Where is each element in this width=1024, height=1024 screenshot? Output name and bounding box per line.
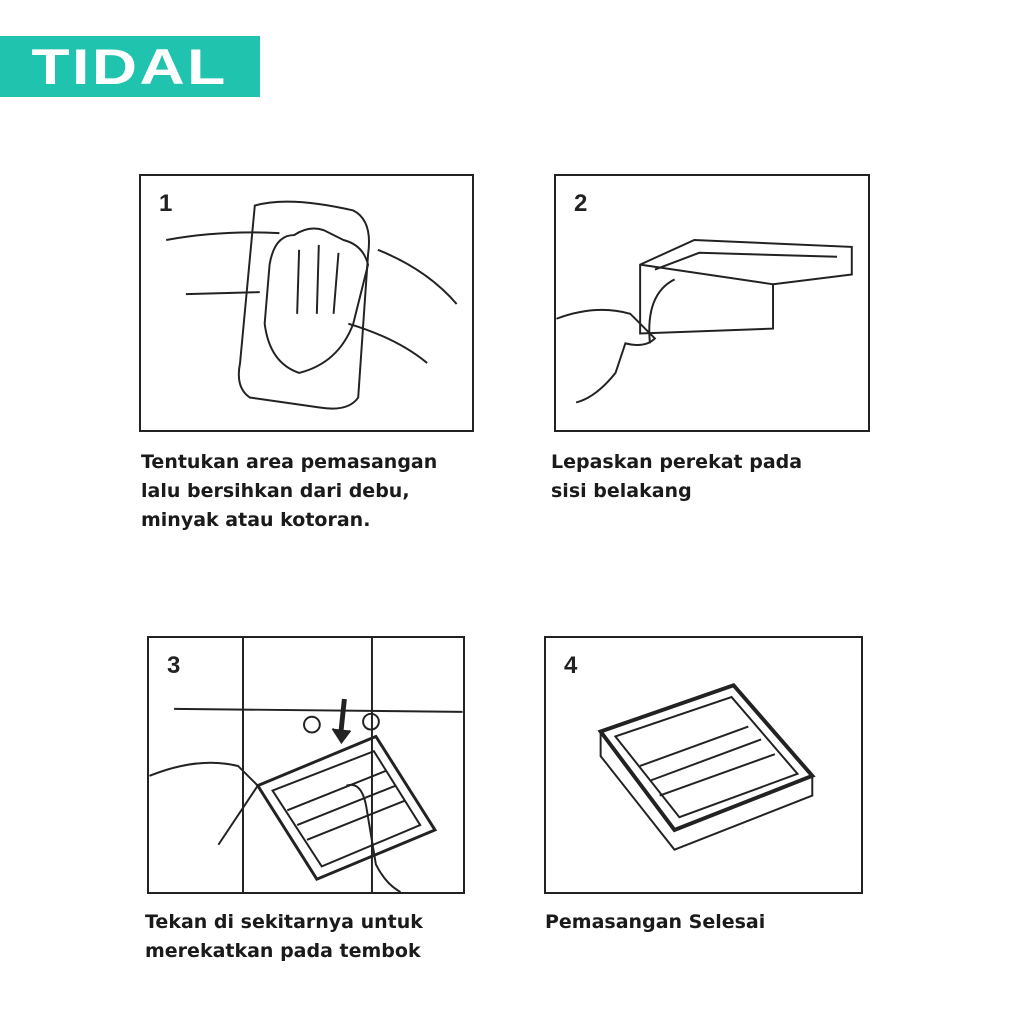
tidal-logo: TIDAL bbox=[0, 36, 260, 97]
step-3-caption: Tekan di sekitarnya untuk merekatkan pad… bbox=[145, 908, 423, 966]
step-4-illustration: 4 bbox=[544, 636, 863, 894]
step-3-illustration: 3 bbox=[147, 636, 465, 894]
step-number: 3 bbox=[167, 652, 181, 679]
logo-text: TIDAL bbox=[31, 38, 229, 95]
caption-line: Pemasangan Selesai bbox=[545, 911, 766, 933]
step-number: 4 bbox=[564, 652, 578, 679]
caption-line: merekatkan pada tembok bbox=[145, 940, 421, 962]
installed-soap-holder-icon bbox=[597, 682, 816, 851]
step-1-caption: Tentukan area pemasangan lalu bersihkan … bbox=[141, 448, 437, 535]
step-number: 1 bbox=[159, 190, 173, 217]
caption-line: sisi belakang bbox=[551, 480, 692, 502]
caption-line: Tentukan area pemasangan bbox=[141, 451, 438, 473]
step-2-illustration: 2 bbox=[554, 174, 870, 432]
step-number: 2 bbox=[574, 190, 588, 217]
caption-line: lalu bersihkan dari debu, bbox=[141, 480, 410, 502]
step-4-caption: Pemasangan Selesai bbox=[545, 908, 765, 937]
caption-line: Tekan di sekitarnya untuk bbox=[145, 911, 423, 933]
wiping-wall-icon bbox=[166, 200, 458, 410]
press-to-wall-icon bbox=[149, 638, 463, 892]
peel-adhesive-icon bbox=[556, 238, 853, 404]
step-1-illustration: 1 bbox=[139, 174, 474, 432]
caption-line: minyak atau kotoran. bbox=[141, 509, 371, 531]
caption-line: Lepaskan perekat pada bbox=[551, 451, 803, 473]
step-2-caption: Lepaskan perekat pada sisi belakang bbox=[551, 448, 802, 506]
